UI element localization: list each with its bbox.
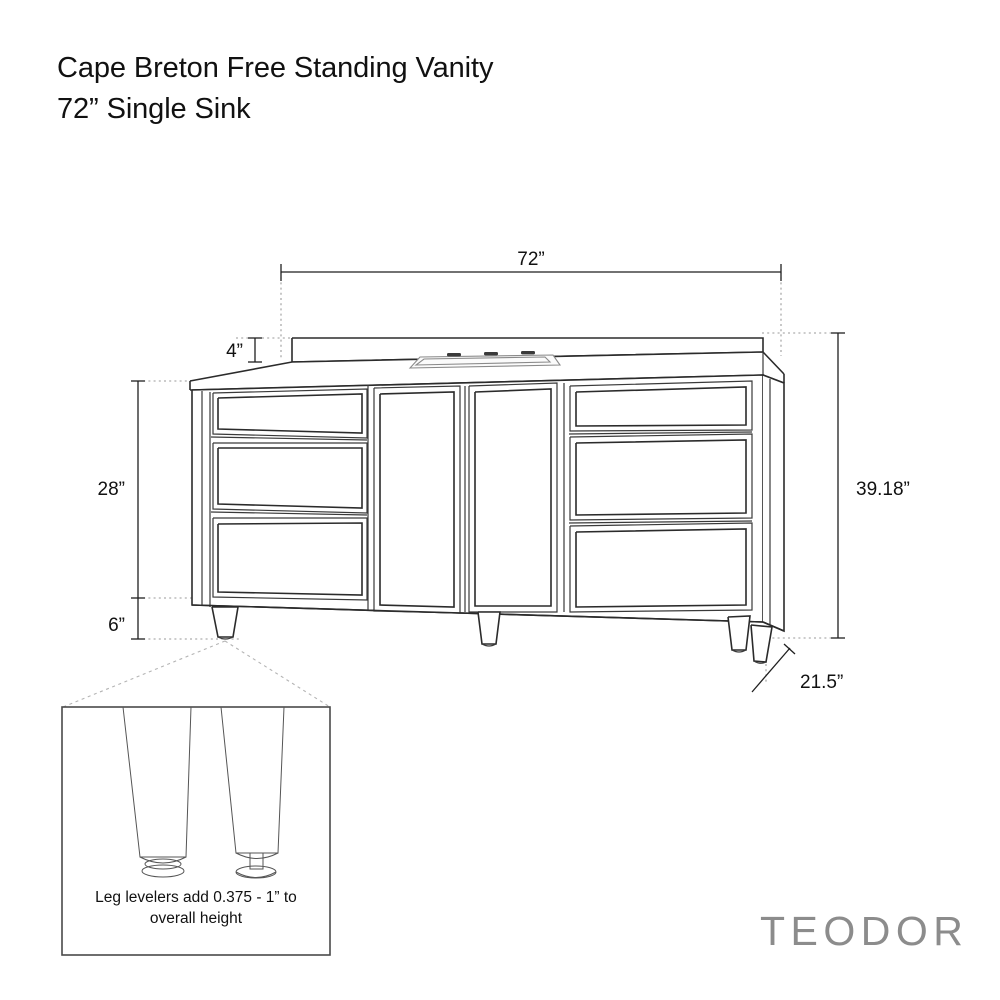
dim-label-depth: 21.5” — [800, 672, 843, 693]
drawer-right-1 — [569, 380, 753, 432]
page-title: Cape Breton Free Standing Vanity 72” Sin… — [57, 48, 757, 130]
drawer-right-2 — [569, 433, 753, 521]
drawer-right-3 — [569, 522, 753, 613]
center-door-bank — [373, 382, 558, 614]
leg-rear-right — [750, 624, 773, 664]
drawer-left-3 — [212, 517, 368, 601]
product-name-line-2: 72” Single Sink — [57, 93, 251, 125]
left-drawer-bank — [210, 385, 369, 610]
drawer-left-1 — [212, 388, 368, 439]
dim-label-leg-height: 6” — [108, 615, 125, 636]
dim-label-width: 72” — [517, 249, 544, 270]
dim-label-total-height: 39.18” — [856, 479, 910, 500]
leveler-note-line-2: overall height — [150, 910, 243, 927]
detail-leg-extended — [220, 706, 285, 879]
leg-front-right — [727, 615, 751, 653]
leg-front-left — [211, 606, 239, 640]
right-side-panel — [762, 374, 785, 633]
product-name-line-1: Cape Breton Free Standing Vanity — [57, 52, 494, 84]
brand-logo: TEODOR — [760, 908, 969, 954]
vanity-body — [189, 337, 785, 664]
leg-front-center — [477, 611, 501, 647]
leg-leveler-detail-box: Leg levelers add 0.375 - 1” to overall h… — [61, 706, 331, 956]
dimension-lines — [131, 264, 845, 693]
door-right — [468, 382, 558, 613]
detail-leg-retracted — [122, 706, 192, 878]
sink-basin — [408, 354, 562, 369]
dim-label-backsplash: 4” — [226, 341, 243, 362]
door-left — [373, 385, 461, 614]
leveler-note-line-1: Leg levelers add 0.375 - 1” to — [95, 889, 297, 906]
legs — [211, 606, 773, 664]
drawer-left-2 — [212, 442, 368, 514]
callout-leader-lines — [62, 640, 331, 708]
dim-label-body-height: 28” — [98, 479, 125, 500]
faucet-holes — [447, 351, 535, 357]
right-drawer-bank — [563, 380, 753, 613]
